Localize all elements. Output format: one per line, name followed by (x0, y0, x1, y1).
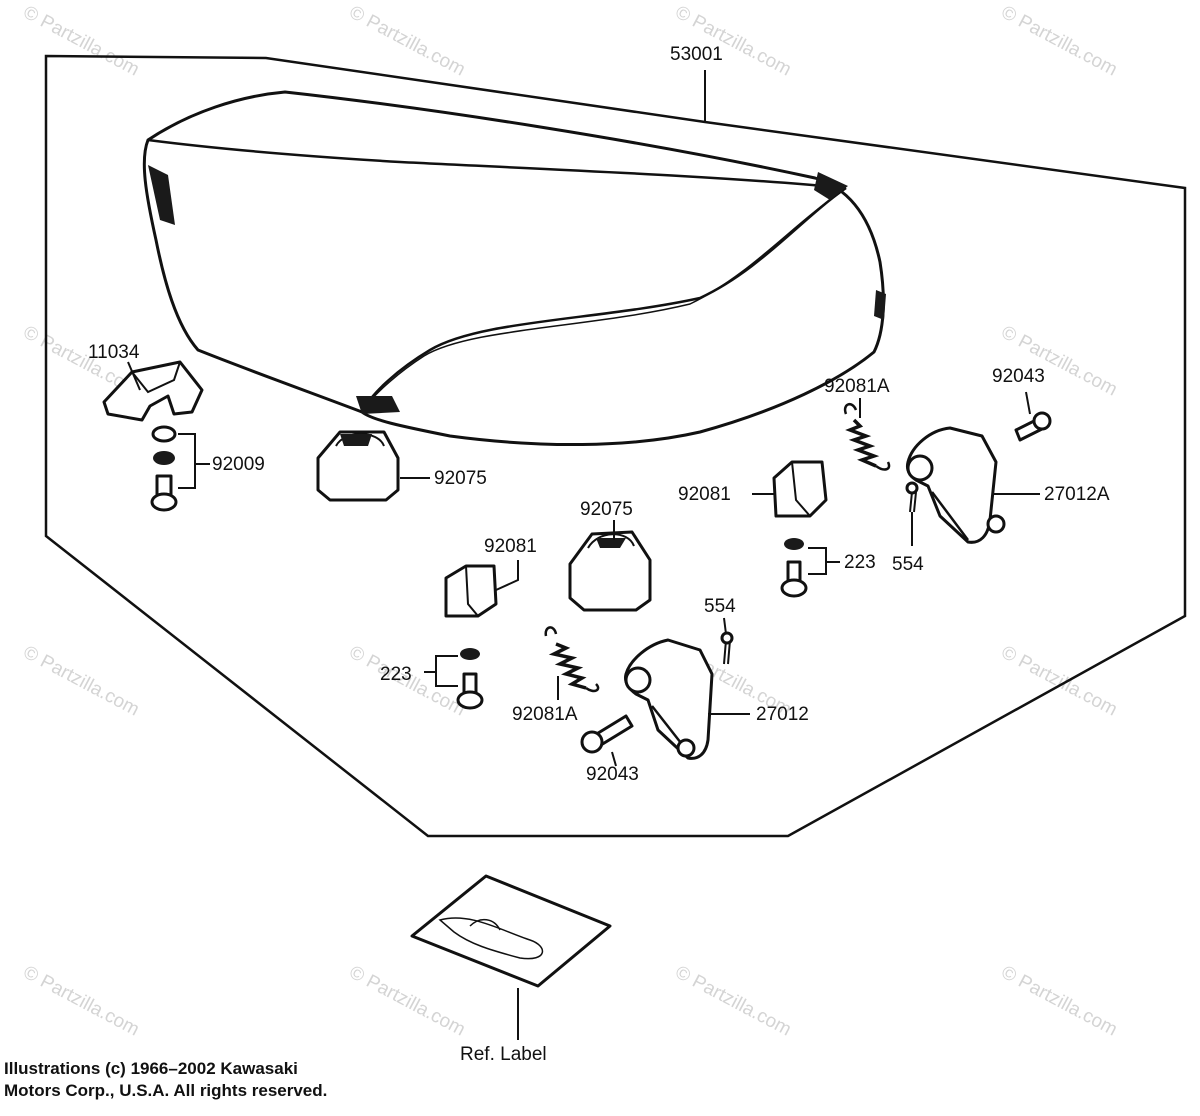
ref-label-caption: Ref. Label (460, 1044, 547, 1065)
watermark: © Partzilla.com (998, 322, 1121, 401)
part-number-cotter-center: 554 (704, 596, 736, 617)
part-number-clip-right: 92081 (678, 484, 731, 505)
part-number-screw-center: 223 (380, 664, 412, 685)
bracket-11034 (102, 360, 204, 422)
part-number-screw-right: 223 (844, 552, 876, 573)
watermark: © Partzilla.com (20, 962, 143, 1041)
part-number-bracket: 11034 (88, 342, 140, 363)
hinge-right-27012A (906, 426, 1006, 544)
hinge-center-27012 (624, 638, 714, 760)
pin-right-92043 (1014, 411, 1052, 442)
part-number-damper-left: 92075 (434, 468, 487, 489)
pin-center-92043 (580, 714, 634, 754)
clip-right-92081 (772, 460, 828, 518)
watermark: © Partzilla.com (346, 962, 469, 1041)
watermark: © Partzilla.com (20, 2, 143, 81)
part-labels: 53001 11034 92009 92075 92075 92081 9208… (88, 44, 1110, 1065)
part-number-hinge-right: 27012A (1044, 484, 1110, 505)
clip-center-92081 (444, 564, 498, 618)
part-number-clip-center: 92081 (484, 536, 537, 557)
spring-right-92081A (843, 402, 891, 471)
leader-lines (127, 70, 1040, 1040)
assembly-boundary (44, 54, 1187, 838)
part-number-seat: 53001 (670, 44, 723, 65)
part-number-pin-center: 92043 (586, 764, 639, 785)
part-number-spring-center: 92081A (512, 704, 578, 725)
watermark: © Partzilla.com (346, 2, 469, 81)
cotter-pin-center-554 (720, 631, 734, 665)
copyright-notice: Illustrations (c) 1966–2002 Kawasaki Mot… (4, 1058, 327, 1102)
part-number-hinge-center: 27012 (756, 704, 809, 725)
watermark: © Partzilla.com (998, 962, 1121, 1041)
copyright-line-2: Motors Corp., U.S.A. All rights reserved… (4, 1081, 328, 1100)
reference-label (410, 874, 612, 988)
watermark: © Partzilla.com (998, 2, 1121, 81)
spring-center-92081A (544, 626, 600, 693)
part-number-cotter-right: 554 (892, 554, 924, 575)
damper-center-92075 (568, 530, 652, 612)
damper-left-92075 (316, 430, 400, 502)
screw-set-right-223 (780, 538, 808, 598)
bolt-set-92009 (150, 425, 178, 512)
cotter-pin-right-554 (905, 481, 919, 513)
watermark: © Partzilla.com (672, 2, 795, 81)
watermark: © Partzilla.com (672, 962, 795, 1041)
watermark: © Partzilla.com (20, 642, 143, 721)
seat-illustration (142, 90, 886, 447)
part-number-damper-center: 92075 (580, 499, 633, 520)
part-number-pin-right: 92043 (992, 366, 1045, 387)
screw-set-center-223 (456, 648, 484, 710)
copyright-line-1: Illustrations (c) 1966–2002 Kawasaki (4, 1059, 298, 1078)
part-number-spring-right: 92081A (824, 376, 890, 397)
part-number-bolt-left: 92009 (212, 454, 265, 475)
